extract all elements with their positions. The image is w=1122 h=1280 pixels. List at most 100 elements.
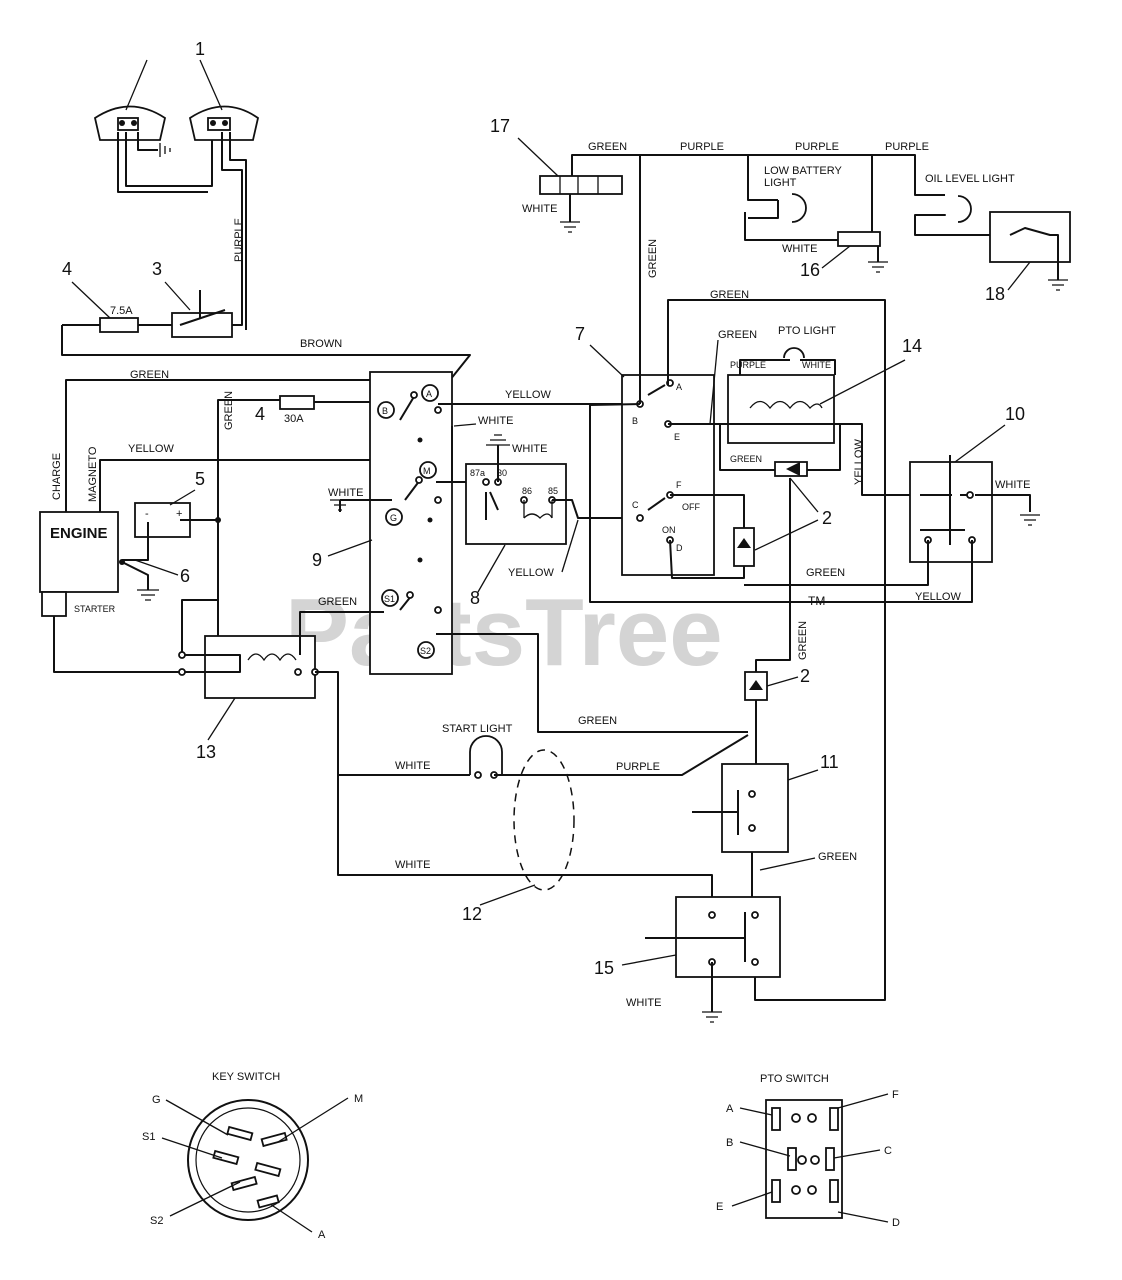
fuse-7-5a-label: 7.5A xyxy=(110,305,133,317)
fuse-7-5a xyxy=(99,317,139,333)
callout-8: 8 xyxy=(470,588,480,608)
callout-2-lower: 2 xyxy=(800,666,810,686)
callout-10: 10 xyxy=(1005,404,1025,424)
relay-85: 85 xyxy=(548,486,558,496)
label-white-15: WHITE xyxy=(395,859,430,871)
label-green-pto-inner: GREEN xyxy=(718,329,757,341)
svg-text:G: G xyxy=(390,513,397,523)
key-switch-block xyxy=(369,371,453,675)
label-green-diode: GREEN xyxy=(730,454,762,464)
svg-text:A: A xyxy=(426,389,432,399)
label-white-17: WHITE xyxy=(522,203,557,215)
pto-terminal-c: C xyxy=(632,500,644,522)
callout-4-top: 4 xyxy=(62,259,72,279)
key-switch-title: KEY SWITCH xyxy=(212,1071,280,1083)
label-green-10: GREEN xyxy=(806,567,845,579)
callout-9: 9 xyxy=(312,550,322,570)
callout-5: 5 xyxy=(195,469,205,489)
svg-text:S1: S1 xyxy=(384,594,395,604)
pto-label-c: C xyxy=(884,1145,892,1157)
svg-text:A: A xyxy=(676,382,682,392)
callout-17: 17 xyxy=(490,116,510,136)
callout-18: 18 xyxy=(985,284,1005,304)
relay-30: 30 xyxy=(497,468,507,478)
pto-clutch xyxy=(727,374,835,444)
svg-text:E: E xyxy=(674,432,680,442)
oil-level-label: OIL LEVEL LIGHT xyxy=(925,173,1015,185)
key-terminal-m: M xyxy=(419,461,437,479)
pto-switch-pins xyxy=(771,1107,839,1203)
key-terminal-s1: S1 xyxy=(381,589,399,607)
label-purple-pto: PURPLE xyxy=(730,360,766,370)
label-yellow-relay: YELLOW xyxy=(508,567,554,579)
label-green-11: GREEN xyxy=(818,851,857,863)
label-white-16: WHITE xyxy=(782,243,817,255)
key-switch-slots xyxy=(212,1125,288,1209)
callout-15: 15 xyxy=(594,958,614,978)
relay-86: 86 xyxy=(522,486,532,496)
key-label-s2: S2 xyxy=(150,1215,163,1227)
key-label-a: A xyxy=(318,1229,326,1241)
label-white-15-ground: WHITE xyxy=(626,997,661,1009)
label-green-top: GREEN xyxy=(588,141,627,153)
label-white-relay-ground: WHITE xyxy=(512,443,547,455)
svg-text:B: B xyxy=(632,416,638,426)
key-label-m: M xyxy=(354,1093,363,1105)
label-yellow-magneto: YELLOW xyxy=(128,443,174,455)
callout-3: 3 xyxy=(152,259,162,279)
pto-label-e: E xyxy=(716,1201,723,1213)
engine-label: ENGINE xyxy=(50,525,108,542)
label-green-vertical: GREEN xyxy=(647,239,659,278)
starter-solenoid xyxy=(204,635,316,699)
pto-label-d: D xyxy=(892,1217,900,1229)
fuse-30a-label: 30A xyxy=(284,413,304,425)
svg-text:B: B xyxy=(382,406,388,416)
label-purple-headlight: PURPLE xyxy=(233,218,245,262)
svg-text:M: M xyxy=(423,466,431,476)
battery-neg: - xyxy=(145,508,149,520)
callout-6: 6 xyxy=(180,566,190,586)
label-green-30a: GREEN xyxy=(223,391,235,430)
brake-switch xyxy=(721,763,789,853)
pto-light-label: PTO LIGHT xyxy=(778,325,836,337)
label-green-solenoid: GREEN xyxy=(318,596,357,608)
start-light-label: START LIGHT xyxy=(442,723,513,735)
label-yellow-14: YELLOW xyxy=(853,439,865,485)
label-white-pto: WHITE xyxy=(802,360,831,370)
watermark: PartsTree xyxy=(285,579,723,686)
low-battery-sensor xyxy=(837,231,881,247)
battery-pos: + xyxy=(176,508,182,520)
callout-13: 13 xyxy=(196,742,216,762)
hour-meter xyxy=(539,175,623,195)
oil-pressure-switch xyxy=(989,211,1071,263)
relay-87a: 87a xyxy=(470,468,485,478)
low-battery-label-1: LOW BATTERY xyxy=(764,165,842,177)
key-switch-face xyxy=(187,1099,309,1221)
engine xyxy=(39,511,119,593)
low-battery-label-2: LIGHT xyxy=(764,177,797,189)
headlights xyxy=(93,105,260,141)
callout-7: 7 xyxy=(575,324,585,344)
label-magneto: MAGNETO xyxy=(87,446,99,502)
label-purple-top-2: PURPLE xyxy=(795,141,839,153)
label-green-s2: GREEN xyxy=(578,715,617,727)
pto-label-f: F xyxy=(892,1089,899,1101)
key-terminal-a: A xyxy=(421,384,439,402)
label-brown: BROWN xyxy=(300,338,342,350)
label-green-pto-top: GREEN xyxy=(710,289,749,301)
label-green-2: GREEN xyxy=(797,621,809,660)
pto-state-on: ON xyxy=(662,525,676,535)
fuse-30a xyxy=(279,395,315,410)
label-purple-start: PURPLE xyxy=(616,761,660,773)
starter xyxy=(41,591,67,617)
key-terminal-g: G xyxy=(385,508,403,526)
label-white-relay: WHITE xyxy=(478,415,513,427)
callout-1: 1 xyxy=(195,39,205,59)
callout-14: 14 xyxy=(902,336,922,356)
svg-text:C: C xyxy=(632,500,639,510)
label-purple-top-3: PURPLE xyxy=(885,141,929,153)
callout-4-mid: 4 xyxy=(255,404,265,424)
label-white-10: WHITE xyxy=(995,479,1030,491)
key-label-g: G xyxy=(152,1094,161,1106)
